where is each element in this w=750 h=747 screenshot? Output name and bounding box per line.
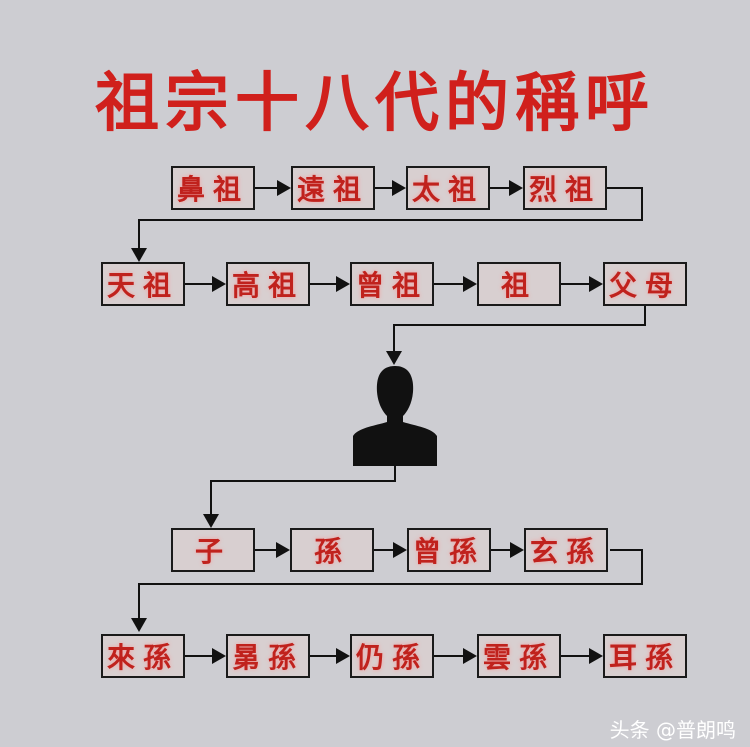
connector-line — [374, 549, 393, 551]
connector-line — [641, 549, 643, 585]
generation-box: 父母 — [603, 262, 687, 306]
diagram-title: 祖宗十八代的稱呼 — [95, 67, 655, 141]
generation-box: 晜孫 — [226, 634, 310, 678]
connector-line — [610, 549, 643, 551]
arrow-right-icon — [463, 648, 477, 664]
generation-box: 來孫 — [101, 634, 185, 678]
connector-line — [375, 187, 392, 189]
arrow-down-icon — [131, 248, 147, 262]
generation-box: 子 — [171, 528, 255, 572]
arrow-down-icon — [203, 514, 219, 528]
generation-box: 鼻祖 — [171, 166, 255, 210]
connector-line — [210, 480, 396, 482]
arrow-right-icon — [392, 180, 406, 196]
connector-line — [185, 283, 212, 285]
generation-box: 玄孫 — [524, 528, 608, 572]
arrow-right-icon — [589, 648, 603, 664]
arrow-down-icon — [131, 618, 147, 632]
generation-box: 烈祖 — [523, 166, 607, 210]
connector-line — [310, 655, 336, 657]
connector-line — [434, 655, 463, 657]
person-silhouette-icon — [353, 366, 437, 466]
arrow-right-icon — [212, 648, 226, 664]
arrow-right-icon — [276, 542, 290, 558]
arrow-right-icon — [463, 276, 477, 292]
connector-line — [641, 187, 643, 221]
watermark: 头条 @普朗鸣 — [609, 718, 736, 742]
generation-box: 曾孫 — [407, 528, 491, 572]
generation-box: 耳孫 — [603, 634, 687, 678]
generation-box: 高祖 — [226, 262, 310, 306]
connector-line — [607, 187, 643, 189]
arrow-right-icon — [336, 276, 350, 292]
generation-box: 曾祖 — [350, 262, 434, 306]
connector-line — [310, 283, 336, 285]
generation-box: 仍孫 — [350, 634, 434, 678]
connector-line — [393, 324, 395, 352]
arrow-right-icon — [589, 276, 603, 292]
connector-line — [393, 324, 646, 326]
connector-line — [138, 583, 643, 585]
connector-line — [434, 283, 463, 285]
generation-box: 祖 — [477, 262, 561, 306]
connector-line — [561, 655, 589, 657]
arrow-right-icon — [277, 180, 291, 196]
connector-line — [185, 655, 212, 657]
arrow-down-icon — [386, 351, 402, 365]
generation-box: 天祖 — [101, 262, 185, 306]
connector-line — [491, 549, 510, 551]
connector-line — [210, 480, 212, 514]
connector-line — [490, 187, 509, 189]
connector-line — [255, 549, 276, 551]
generation-box: 雲孫 — [477, 634, 561, 678]
connector-line — [255, 187, 277, 189]
arrow-right-icon — [336, 648, 350, 664]
connector-line — [138, 219, 643, 221]
generation-box: 孫 — [290, 528, 374, 572]
connector-line — [394, 466, 396, 482]
arrow-right-icon — [212, 276, 226, 292]
arrow-right-icon — [510, 542, 524, 558]
connector-line — [138, 219, 140, 249]
connector-line — [561, 283, 589, 285]
arrow-right-icon — [509, 180, 523, 196]
generation-box: 太祖 — [406, 166, 490, 210]
generation-box: 遠祖 — [291, 166, 375, 210]
connector-line — [644, 306, 646, 326]
connector-line — [138, 583, 140, 619]
arrow-right-icon — [393, 542, 407, 558]
